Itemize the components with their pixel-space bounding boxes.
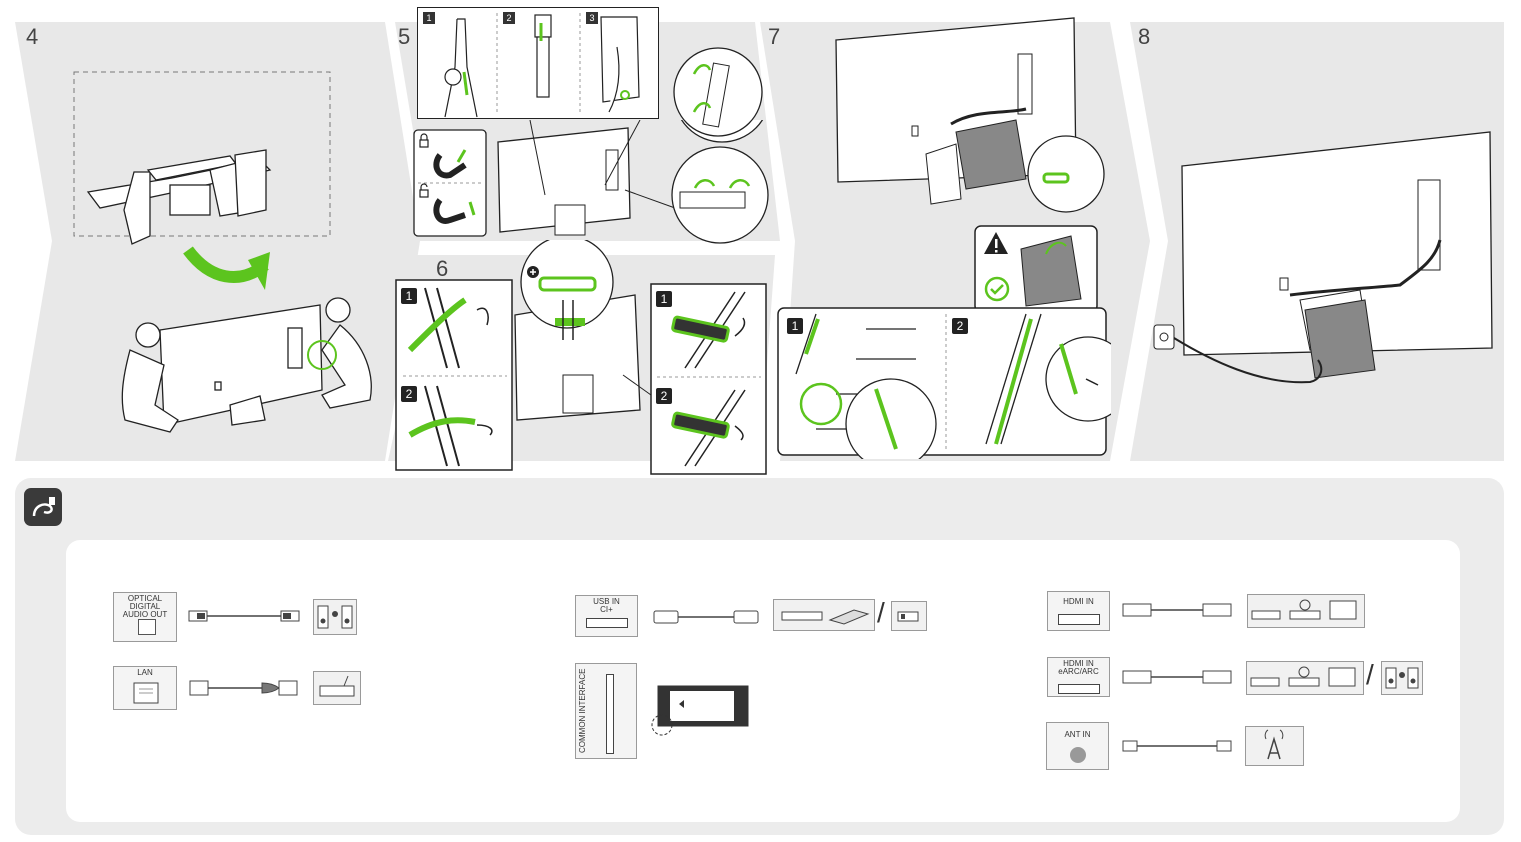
step-4-illustration — [73, 71, 372, 433]
antenna-cable — [1122, 740, 1232, 752]
hdmi-cable — [1122, 603, 1232, 617]
speaker-icon — [317, 605, 353, 629]
step-number-4: 4 — [26, 24, 39, 49]
hdmi-earc-source-devices — [1246, 661, 1364, 695]
step6-left-badge-2: 2 — [401, 386, 417, 402]
speaker-device — [313, 599, 357, 635]
step-8-illustration — [1153, 131, 1493, 384]
usb-ci-port-label: USB IN CI+ — [593, 597, 620, 614]
antenna-icon — [1264, 729, 1284, 760]
cable-icon-glyph — [32, 497, 55, 517]
wall-outline — [73, 71, 331, 237]
lan-port: LAN — [113, 666, 177, 710]
lan-cable — [189, 680, 298, 696]
step-6-illustration — [395, 240, 767, 475]
stand — [554, 204, 586, 236]
hdmi-earc-port: HDMI IN eARC/ARC — [1047, 657, 1110, 697]
hdmi-earc-cable — [1122, 670, 1232, 684]
right-detail-box — [650, 283, 767, 475]
plus-icon — [527, 266, 539, 278]
usb-devices-icon — [781, 609, 870, 625]
usb-socket — [586, 618, 628, 628]
router-icon — [319, 675, 355, 697]
substep-1-badge: 1 — [423, 12, 435, 24]
usb-hub-device — [773, 599, 875, 631]
tv-back-view — [159, 304, 323, 426]
step7-badge-2: 2 — [952, 318, 968, 334]
step-5-main-illustration — [413, 120, 769, 244]
antenna-port-label: ANT IN — [1064, 730, 1091, 739]
step-5-detail-illustration — [444, 13, 640, 118]
lan-port-label: LAN — [137, 668, 153, 677]
step-number-6: 6 — [436, 256, 449, 281]
step-number-7: 7 — [768, 24, 781, 49]
substep-2-badge: 2 — [503, 12, 515, 24]
speaker-icon-2 — [1385, 667, 1419, 689]
hdmi-earc-socket — [1058, 684, 1100, 694]
usb-ci-port: USB IN CI+ — [575, 595, 638, 637]
arrow-head — [248, 252, 270, 290]
antenna-socket — [1070, 747, 1086, 763]
tv-back — [1181, 131, 1493, 356]
hdmi-earc-port-label: HDMI IN eARC/ARC — [1058, 659, 1099, 676]
antenna-device — [1245, 726, 1304, 766]
clip-zoom-bottom — [671, 146, 769, 244]
usb-separator: / — [877, 597, 885, 628]
cable-icon — [24, 488, 62, 526]
zoom-circle-right — [1045, 336, 1111, 422]
step-number-8: 8 — [1138, 24, 1151, 49]
common-interface-label: COMMON INTERFACE — [578, 668, 587, 754]
step6-left-badge-1: 1 — [401, 288, 417, 304]
optical-cable — [188, 610, 300, 622]
av-devices-icon — [1251, 599, 1357, 620]
step-7-illustration — [777, 17, 1111, 459]
warning-icon — [984, 232, 1008, 254]
hdmi-earc-separator: / — [1366, 659, 1374, 690]
lock-clip-box — [413, 129, 487, 237]
hand-highlight — [307, 340, 337, 370]
person-right — [321, 297, 372, 409]
usb-stick-icon — [897, 611, 919, 622]
av-devices-icon-2 — [1250, 666, 1356, 687]
optical-port-label: OPTICAL DIGITAL AUDIO OUT — [122, 594, 168, 619]
tv-back — [497, 127, 631, 233]
substep-3-badge: 3 — [586, 12, 598, 24]
step6-right-badge-2: 2 — [656, 388, 672, 404]
person-left — [121, 322, 179, 433]
soundbar-device — [1381, 661, 1423, 695]
hdmi-port-label: HDMI IN — [1063, 597, 1094, 606]
packaging-foam — [86, 149, 272, 245]
check-icon — [984, 276, 1010, 302]
step-5-clip-zoom-top-detail — [673, 47, 763, 137]
zoom-circle-left — [845, 378, 937, 459]
hdmi-port: HDMI IN — [1047, 591, 1110, 631]
hdmi-socket — [1058, 614, 1100, 625]
router-device — [313, 671, 361, 705]
ci-slot-opening — [606, 674, 614, 754]
step6-right-badge-1: 1 — [656, 291, 672, 307]
lan-socket-icon — [133, 682, 159, 704]
antenna-port: ANT IN — [1046, 722, 1109, 770]
common-interface-slot: COMMON INTERFACE — [575, 663, 637, 759]
hdmi-source-devices — [1247, 594, 1365, 628]
step-number-5: 5 — [398, 24, 411, 49]
lock-icon — [419, 133, 429, 198]
ci-module-card — [651, 685, 749, 736]
step7-badge-1: 1 — [787, 318, 803, 334]
power-plug-icon — [1153, 324, 1175, 350]
optical-socket — [138, 619, 156, 635]
usb-stick-device — [891, 601, 927, 631]
optical-port: OPTICAL DIGITAL AUDIO OUT — [113, 592, 177, 642]
usb-cable — [653, 610, 759, 624]
